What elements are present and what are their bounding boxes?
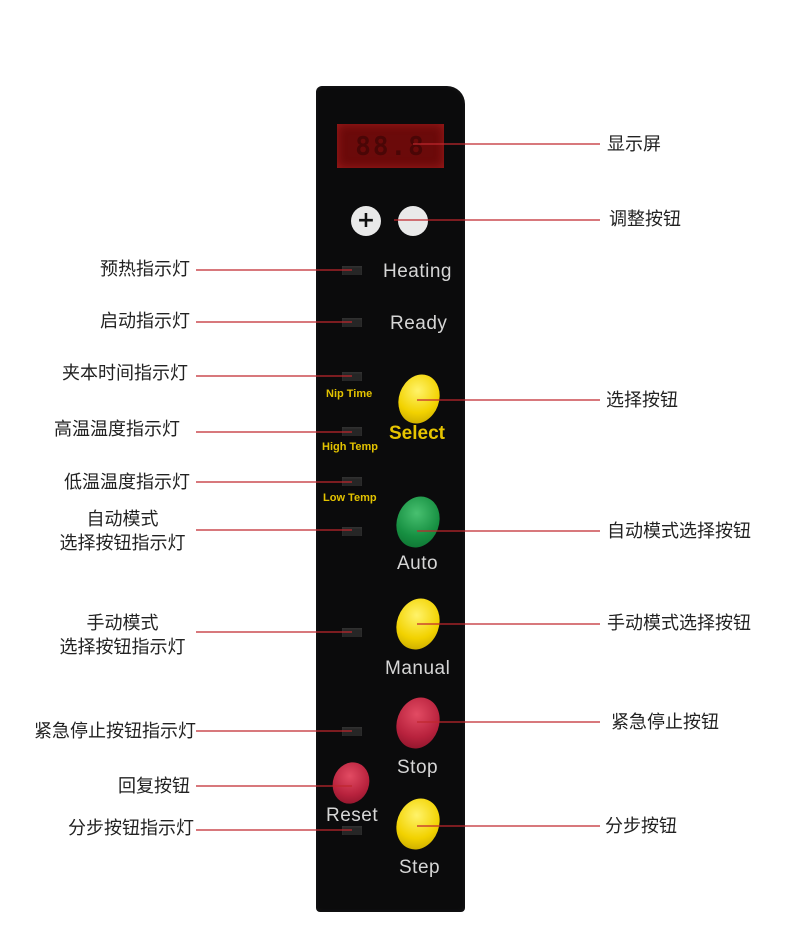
heating-label: Heating	[383, 261, 452, 282]
annotation-step-led: 分步按钮指示灯	[68, 818, 194, 839]
manual-label: Manual	[385, 658, 451, 679]
annotation-auto-led-line1: 自动模式	[86, 509, 159, 530]
annotation-select-button: 选择按钮	[606, 390, 678, 411]
display-digits: 88.8	[355, 132, 426, 162]
annotation-stop-led: 紧急停止按钮指示灯	[34, 721, 196, 742]
annotation-display: 显示屏	[607, 134, 661, 155]
minus-icon	[405, 219, 421, 223]
high-temp-label: High Temp	[322, 441, 379, 453]
minus-button[interactable]	[398, 206, 428, 236]
annotation-auto-led: 自动模式 选择按钮指示灯	[45, 508, 200, 556]
annotation-manual-button: 手动模式选择按钮	[607, 613, 751, 634]
ready-label: Ready	[390, 313, 448, 334]
annotation-auto-led-line2: 选择按钮指示灯	[59, 533, 186, 554]
auto-label: Auto	[397, 553, 439, 574]
annotation-manual-led-line2: 选择按钮指示灯	[59, 637, 186, 658]
auto-indicator-led	[342, 527, 362, 536]
annotation-manual-led: 手动模式 选择按钮指示灯	[45, 612, 200, 660]
select-label: Select	[389, 423, 445, 444]
annotation-step-button: 分步按钮	[605, 816, 677, 837]
annotation-reset-button: 回复按钮	[118, 776, 190, 797]
annotation-heating-led: 预热指示灯	[100, 259, 190, 280]
low-temp-label: Low Temp	[323, 492, 377, 504]
annotation-nip-time-led: 夹本时间指示灯	[62, 363, 188, 384]
annotation-stop-button: 紧急停止按钮	[611, 712, 719, 733]
led-display: 88.8	[337, 124, 444, 168]
annotation-ready-led: 启动指示灯	[100, 311, 190, 332]
annotation-auto-button: 自动模式选择按钮	[607, 521, 751, 542]
annotation-low-temp-led: 低温温度指示灯	[64, 472, 190, 493]
annotation-high-temp-led: 高温温度指示灯	[54, 419, 180, 440]
plus-button[interactable]: +	[351, 206, 381, 236]
step-label: Step	[399, 857, 441, 878]
stop-label: Stop	[397, 757, 439, 778]
nip-time-label: Nip Time	[326, 388, 373, 400]
reset-label: Reset	[326, 805, 379, 826]
annotation-adjust-buttons: 调整按钮	[609, 209, 681, 230]
annotation-manual-led-line1: 手动模式	[86, 613, 159, 634]
